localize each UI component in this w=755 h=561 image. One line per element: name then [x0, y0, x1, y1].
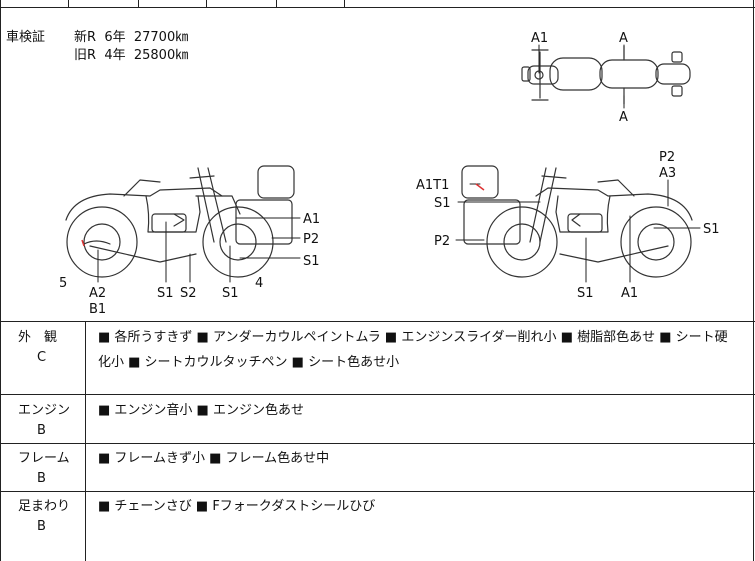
label: S1 — [303, 254, 320, 269]
left-border — [0, 0, 1, 561]
label: 4 — [255, 276, 263, 291]
label: A1 — [621, 286, 638, 301]
table-border — [0, 321, 755, 322]
label: A2 — [89, 286, 106, 301]
section-title: 外 観 — [18, 330, 58, 345]
section-grade: B — [37, 519, 46, 534]
inspection-line-1: 新R 6年 27700㎞ — [74, 30, 189, 45]
section-items: ■ 各所うすきず ■ アンダーカウルペイントムラ ■ エンジンスライダー削れ小 … — [98, 330, 728, 370]
section-title: 足まわり — [18, 499, 71, 514]
section-items: ■ チェーンさび ■ Fフォークダストシールひび — [98, 499, 376, 514]
section-grade: B — [37, 471, 46, 486]
label: S1 — [157, 286, 174, 301]
label: P2 — [303, 232, 319, 247]
label: S1 — [577, 286, 594, 301]
label: A — [619, 110, 628, 125]
top-view-illustration — [521, 45, 691, 105]
section-title: エンジン — [18, 403, 71, 418]
label: A — [619, 31, 628, 46]
top-border — [0, 7, 755, 8]
right-border — [753, 0, 754, 561]
label: P2 — [659, 150, 675, 165]
label: 5 — [59, 276, 67, 291]
section-title: フレーム — [18, 451, 70, 466]
inspection-line-2: 旧R 4年 25800㎞ — [74, 48, 189, 63]
section-grade: C — [37, 350, 47, 365]
label: A1T1 — [416, 178, 449, 193]
left-view-illustration — [65, 165, 295, 278]
label: S1 — [703, 222, 720, 237]
damage-mark — [475, 183, 485, 191]
section-grade: B — [37, 423, 46, 438]
label: P2 — [434, 234, 450, 249]
section-items: ■ フレームきず小 ■ フレーム色あせ中 — [98, 451, 330, 466]
label: B1 — [89, 302, 106, 317]
table-divider — [85, 321, 86, 561]
label: A3 — [659, 166, 676, 181]
label: A1 — [531, 31, 548, 46]
section-items: ■ エンジン音小 ■ エンジン色あせ — [98, 403, 304, 418]
damage-mark — [81, 239, 85, 247]
label: A1 — [303, 212, 320, 227]
right-view-illustration — [461, 165, 693, 278]
label: S1 — [222, 286, 239, 301]
label: S1 — [434, 196, 451, 211]
label: S2 — [180, 286, 197, 301]
inspection-label: 車検証 — [6, 30, 46, 45]
